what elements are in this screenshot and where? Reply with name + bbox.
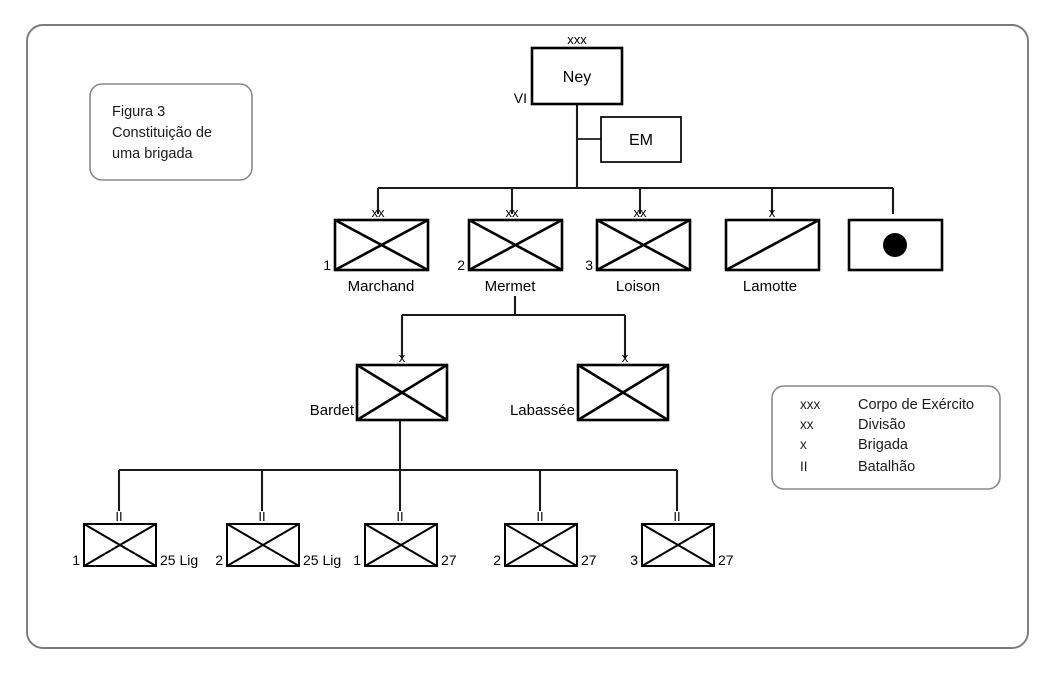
- mermet-connectors: [400, 296, 627, 358]
- division-echelon-label: xx: [634, 205, 648, 220]
- battalion-number: 3: [630, 552, 638, 568]
- battalion-number: 1: [353, 552, 361, 568]
- division-echelon-label: xx: [506, 205, 520, 220]
- figure-caption-line-2: Constituição de: [112, 125, 212, 141]
- legend-symbol: x: [800, 437, 807, 452]
- brigade-name: Bardet: [310, 402, 355, 419]
- corps-connectors: [376, 104, 895, 214]
- node-battalion-3-27[interactable]: II 3 27: [630, 509, 734, 568]
- division-number: 3: [585, 257, 593, 273]
- legend-label: Brigada: [858, 437, 909, 453]
- infantry-cross-icon: [577, 363, 669, 422]
- node-corps-ney[interactable]: xxx Ney VI: [514, 32, 624, 106]
- corps-echelon-label: xxx: [567, 32, 587, 47]
- infantry-cross-icon: [596, 218, 691, 272]
- brigade-name: Labassée: [510, 402, 575, 419]
- legend-label: Corpo de Exército: [858, 397, 974, 413]
- node-battalion-1-25lig[interactable]: II 1 25 Lig: [72, 509, 198, 568]
- staff-box[interactable]: [600, 116, 682, 163]
- division-name: Loison: [616, 278, 660, 295]
- node-battalion-2-27[interactable]: II 2 27: [493, 509, 597, 568]
- battalion-echelon-label: II: [396, 509, 403, 524]
- battalion-regiment: 25 Lig: [160, 552, 198, 568]
- infantry-cross-icon: [641, 523, 715, 567]
- battalion-echelon-label: II: [536, 509, 543, 524]
- division-name: Mermet: [485, 278, 537, 295]
- infantry-cross-icon: [504, 523, 578, 567]
- battalion-regiment: 27: [581, 552, 597, 568]
- division-echelon-label: xx: [372, 205, 386, 220]
- infantry-cross-icon: [334, 218, 429, 272]
- legend-symbol: xx: [800, 417, 814, 432]
- node-brigade-bardet[interactable]: x Bardet: [310, 350, 449, 422]
- infantry-cross-icon: [364, 523, 438, 567]
- battalion-echelon-label: II: [115, 509, 122, 524]
- battalion-echelon-label: II: [258, 509, 265, 524]
- legend-label: Divisão: [858, 417, 906, 433]
- artillery-dot-icon: [883, 233, 907, 257]
- division-number: 1: [323, 257, 331, 273]
- figure-caption-line-1: Figura 3: [112, 104, 165, 120]
- figure-caption-line-3: uma brigada: [112, 146, 194, 162]
- node-brigade-labassee[interactable]: x Labassée: [510, 350, 670, 422]
- node-battalion-1-27[interactable]: II 1 27: [353, 509, 457, 568]
- outer-frame: [26, 24, 1029, 649]
- battalion-number: 2: [493, 552, 501, 568]
- battalion-regiment: 27: [441, 552, 457, 568]
- corps-box[interactable]: [530, 46, 624, 106]
- legend-panel: xxx Corpo de Exército xx Divisão x Briga…: [771, 385, 1001, 490]
- infantry-cross-icon: [356, 363, 448, 422]
- legend-symbol: II: [800, 459, 808, 474]
- division-name: Marchand: [348, 278, 415, 295]
- infantry-cross-icon: [226, 523, 300, 567]
- legend-symbol: xxx: [800, 397, 821, 412]
- battalion-number: 1: [72, 552, 80, 568]
- node-division-mermet[interactable]: xx 2 Mermet: [457, 205, 564, 295]
- node-brigade-lamotte[interactable]: x Lamotte: [724, 205, 821, 295]
- node-battalion-2-25lig[interactable]: II 2 25 Lig: [215, 509, 341, 568]
- battalion-echelon-label: II: [673, 509, 680, 524]
- infantry-cross-icon: [468, 218, 563, 272]
- brigade-echelon-label: x: [399, 350, 406, 365]
- battalion-number: 2: [215, 552, 223, 568]
- infantry-cross-icon: [83, 523, 157, 567]
- brigade-echelon-label: x: [769, 205, 776, 220]
- legend-box: [771, 385, 1001, 490]
- figure-caption-box: [89, 83, 253, 181]
- node-division-marchand[interactable]: xx 1 Marchand: [323, 205, 430, 295]
- corps-side-label: VI: [514, 90, 527, 106]
- bardet-connectors: [117, 420, 679, 511]
- division-number: 2: [457, 257, 465, 273]
- brigade-name: Lamotte: [743, 278, 797, 295]
- legend-label: Batalhão: [858, 459, 915, 475]
- node-staff-em[interactable]: EM: [600, 116, 682, 163]
- corps-name: Ney: [563, 69, 591, 86]
- node-artillery[interactable]: [847, 218, 944, 272]
- figure-caption-panel: Figura 3 Constituição de uma brigada: [89, 83, 253, 181]
- battalion-regiment: 27: [718, 552, 734, 568]
- node-division-loison[interactable]: xx 3 Loison: [585, 205, 692, 295]
- battalion-regiment: 25 Lig: [303, 552, 341, 568]
- staff-name: EM: [629, 132, 653, 149]
- brigade-echelon-label: x: [622, 350, 629, 365]
- cavalry-slash-icon: [725, 218, 820, 272]
